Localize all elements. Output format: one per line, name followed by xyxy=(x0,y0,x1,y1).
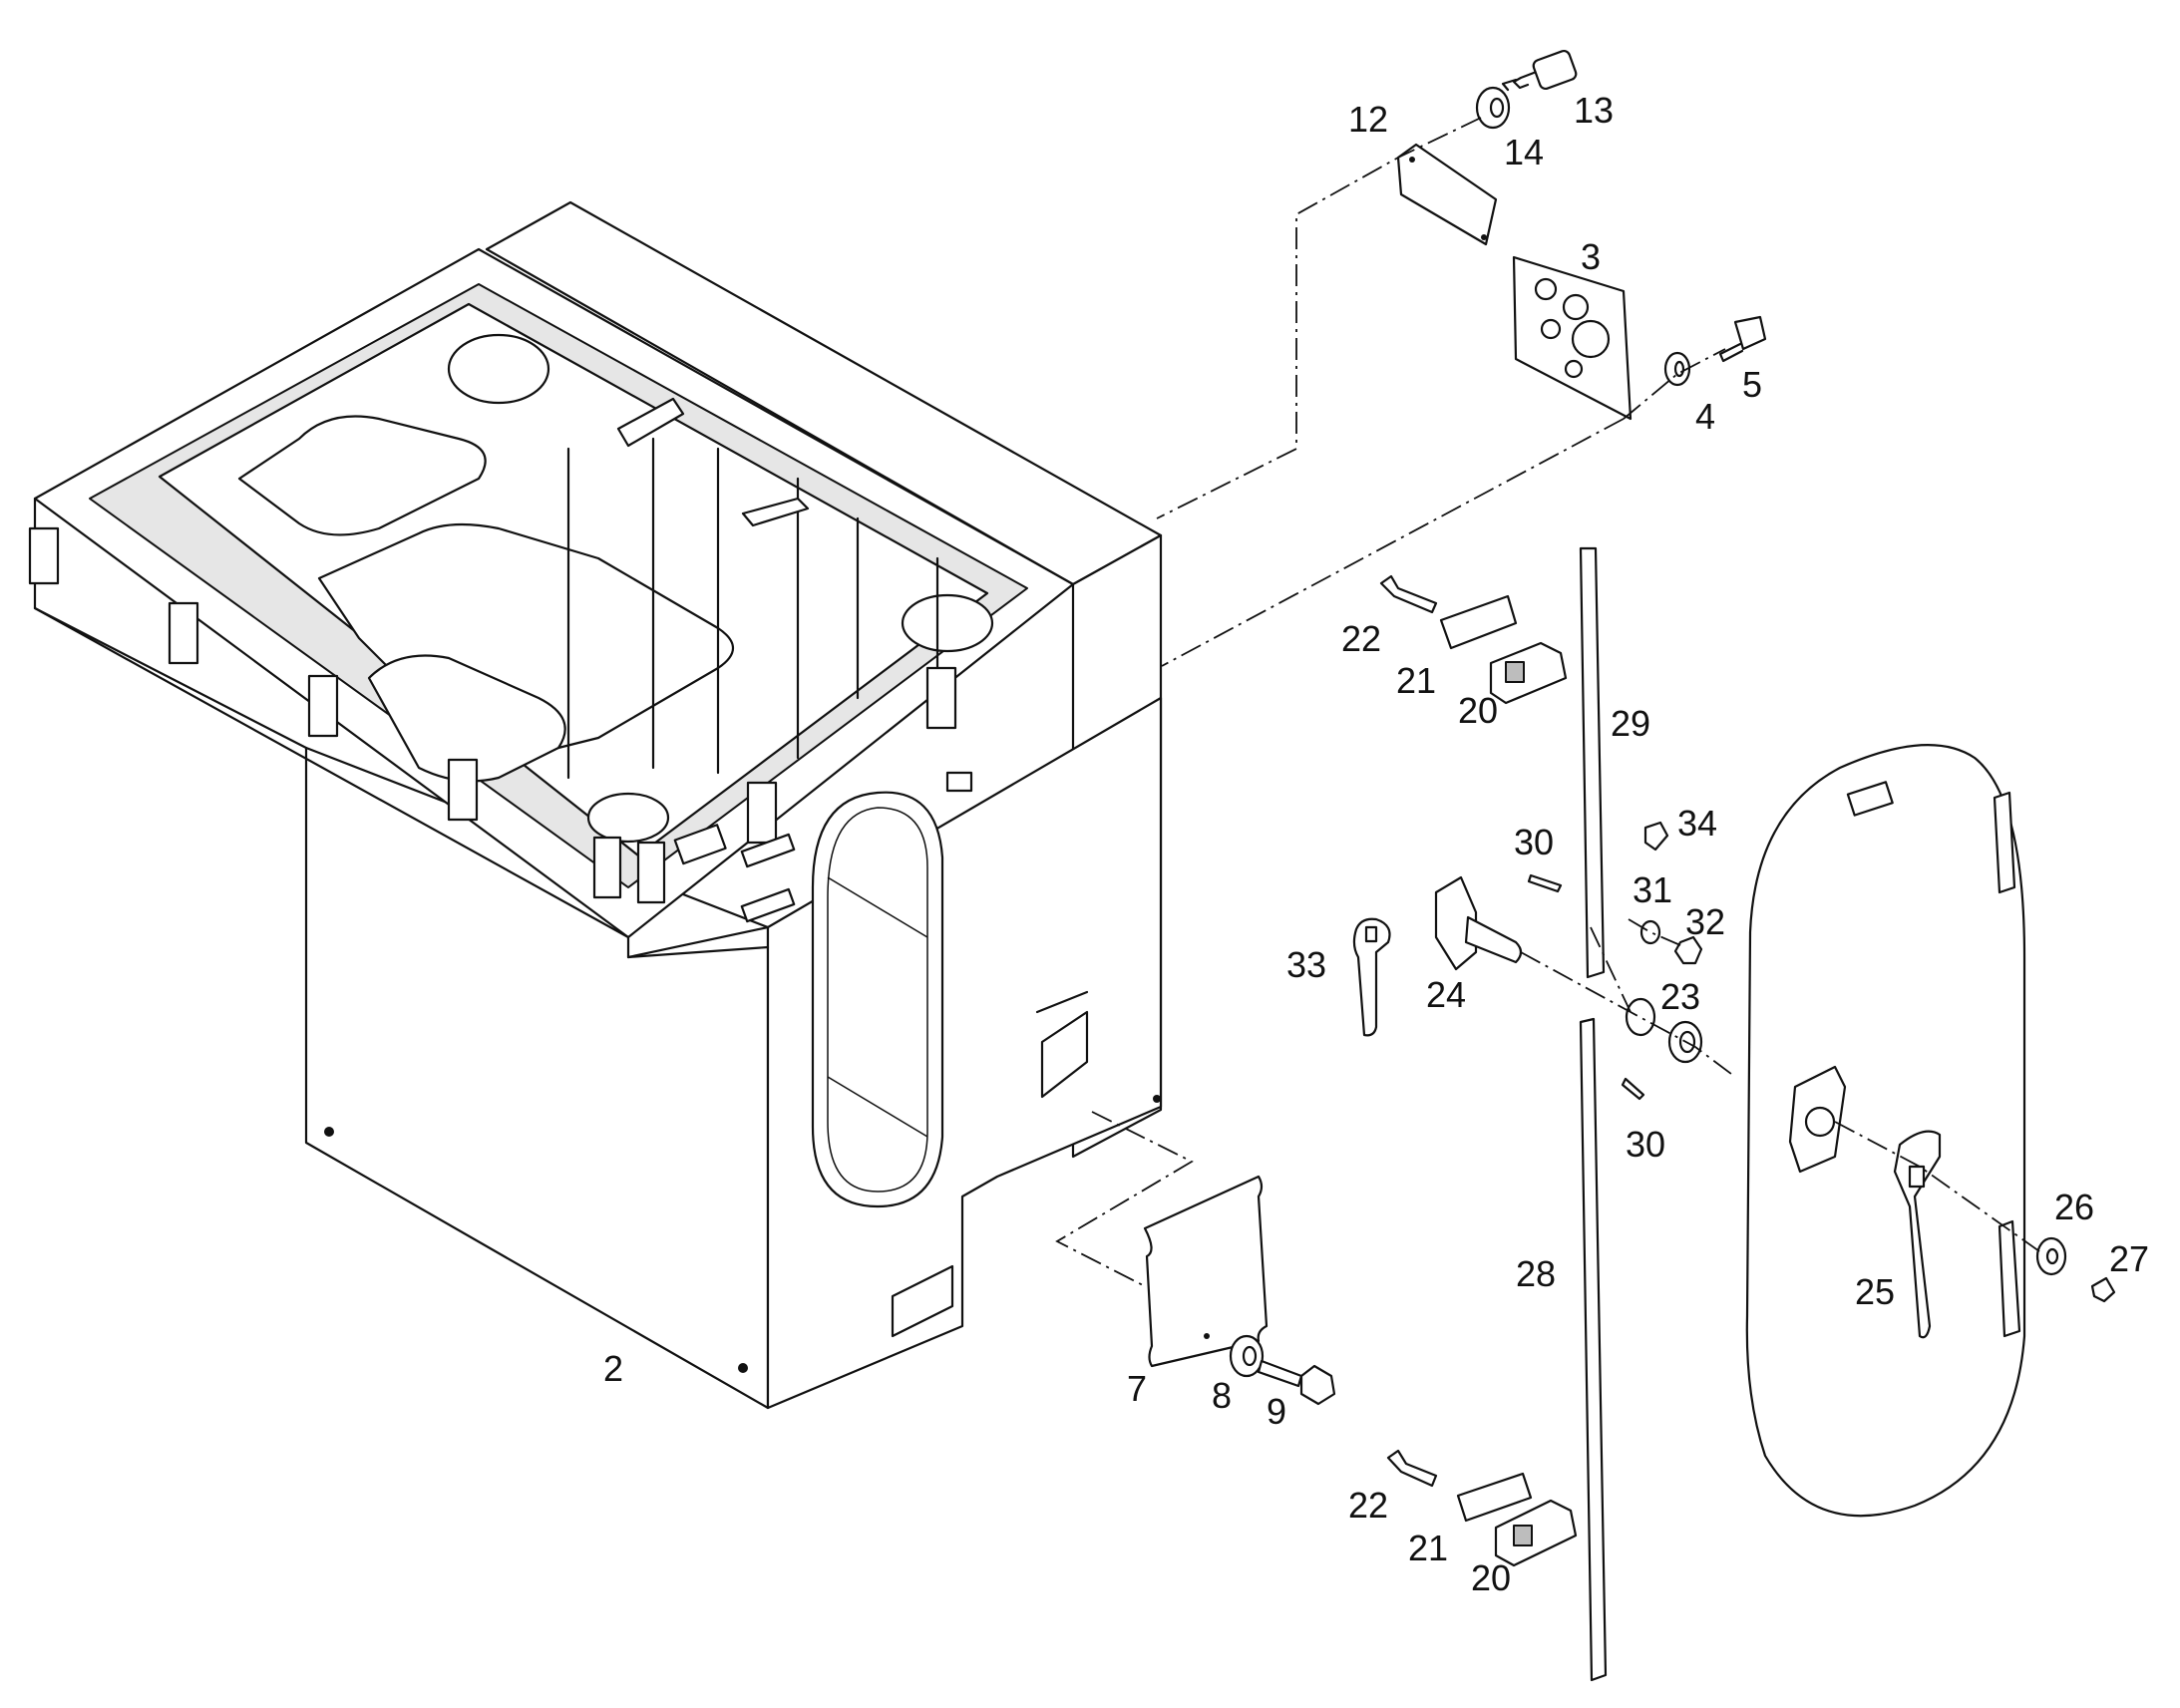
callout-13: 13 xyxy=(1574,90,1614,131)
washer-part-4 xyxy=(1663,351,1691,387)
block-part-21a xyxy=(1439,594,1518,650)
bolt-part-9 xyxy=(1257,1359,1336,1406)
callout-34: 34 xyxy=(1677,803,1717,844)
callout-29: 29 xyxy=(1611,703,1650,744)
washer-part-26 xyxy=(2035,1236,2067,1276)
callout-32: 32 xyxy=(1685,901,1725,942)
bolt-part-22a xyxy=(1379,574,1438,614)
screw-part-30b xyxy=(1621,1077,1645,1101)
callout-24: 24 xyxy=(1426,974,1466,1015)
callout-12: 12 xyxy=(1348,99,1388,140)
callout-4: 4 xyxy=(1695,396,1715,437)
bolt-part-5 xyxy=(1718,315,1767,363)
assembly-lines xyxy=(1055,117,2040,1287)
callout-23: 23 xyxy=(1660,976,1700,1017)
callout-20b: 20 xyxy=(1471,1557,1511,1598)
callout-7: 7 xyxy=(1127,1368,1147,1409)
washer-part-8 xyxy=(1229,1334,1265,1378)
callout-8: 8 xyxy=(1212,1375,1232,1416)
washer-part-31 xyxy=(1639,919,1661,945)
callout-2: 2 xyxy=(603,1348,623,1389)
bolt-part-13 xyxy=(1501,49,1578,92)
shaft-part-24 xyxy=(1434,875,1523,971)
callout-9: 9 xyxy=(1267,1391,1286,1432)
callout-27: 27 xyxy=(2109,1238,2149,1279)
block-part-21b xyxy=(1456,1472,1533,1523)
callout-14: 14 xyxy=(1504,132,1544,172)
bolt-part-22b xyxy=(1386,1449,1438,1488)
screw-part-30a xyxy=(1527,873,1563,893)
callout-33: 33 xyxy=(1286,944,1326,985)
bracket-part-20a xyxy=(1489,641,1568,705)
screw-part-27 xyxy=(2090,1276,2116,1303)
callout-21b: 21 xyxy=(1408,1528,1448,1568)
strip-part-29 xyxy=(1579,546,1606,979)
lever-part-33 xyxy=(1352,917,1391,1037)
latch-part-25 xyxy=(1893,1130,1942,1339)
callout-5: 5 xyxy=(1742,364,1762,405)
strip-part-28 xyxy=(1579,1017,1608,1682)
callout-28: 28 xyxy=(1516,1253,1556,1294)
callout-31: 31 xyxy=(1633,869,1672,910)
washer-part-14 xyxy=(1475,86,1511,130)
callout-30a: 30 xyxy=(1514,822,1554,862)
callout-labels: 2 3 4 5 7 8 9 12 13 14 20 21 22 20 21 22… xyxy=(603,90,2149,1598)
callout-25: 25 xyxy=(1855,1271,1895,1312)
nut-part-32 xyxy=(1673,935,1703,965)
callout-21a: 21 xyxy=(1396,660,1436,701)
bracket-part-20b xyxy=(1494,1499,1578,1567)
callout-26: 26 xyxy=(2054,1187,2094,1227)
screw-part-34 xyxy=(1643,821,1669,852)
plate-part-3 xyxy=(1512,255,1633,421)
door-panel xyxy=(1745,744,2026,1518)
cabinet-frame xyxy=(28,200,1163,1410)
callout-30b: 30 xyxy=(1626,1124,1665,1165)
callout-3: 3 xyxy=(1581,236,1601,277)
callout-22b: 22 xyxy=(1348,1485,1388,1526)
callout-22a: 22 xyxy=(1341,618,1381,659)
callout-20a: 20 xyxy=(1458,690,1498,731)
plate-part-12 xyxy=(1396,143,1498,246)
